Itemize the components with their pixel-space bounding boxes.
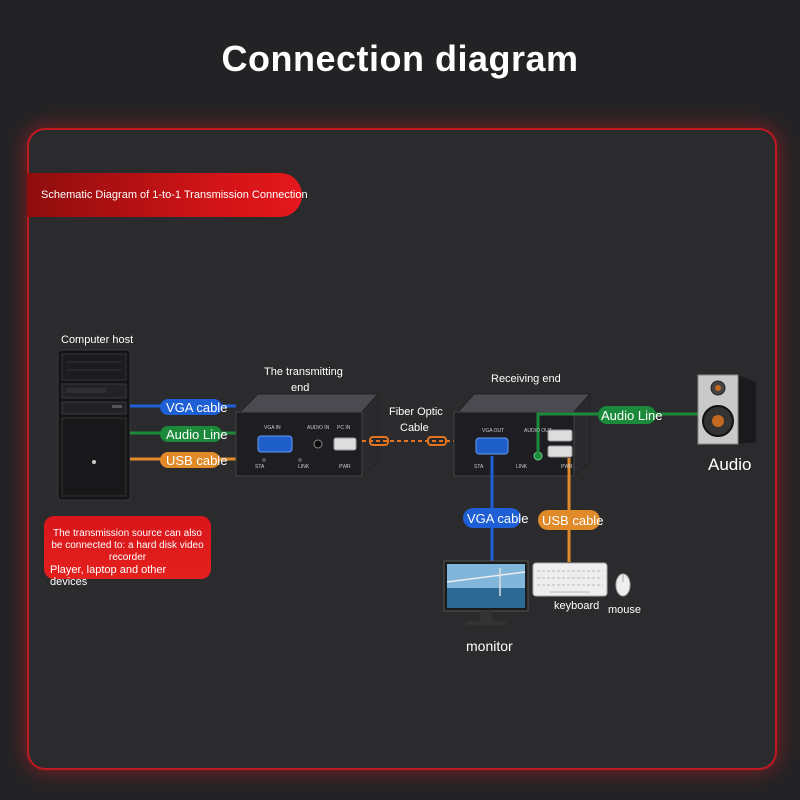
tx-link-label: LINK <box>298 464 310 470</box>
speaker-icon <box>697 374 756 445</box>
transmitter-device-icon <box>235 392 380 478</box>
fiber-optic-cable <box>362 436 456 446</box>
rx-audio-port-label: AUDIO OUT <box>524 428 552 434</box>
computer-host-icon <box>57 349 131 501</box>
monitor-label: monitor <box>466 638 513 654</box>
usb-cable-left <box>130 452 236 468</box>
audio-cable-left-label: Audio Line <box>166 427 228 442</box>
tx-audio-port-label: AUDIO IN <box>307 425 330 431</box>
transmitting-end-label-2: end <box>291 382 310 394</box>
usb-cable-bottom-label: USB cable <box>542 513 604 528</box>
receiver-device-icon <box>453 392 592 478</box>
tx-vga-port-label: VGA IN <box>264 425 281 431</box>
audio-cable-right <box>536 406 698 456</box>
page-title: Connection diagram <box>221 38 579 79</box>
vga-cable-bottom-label: VGA cable <box>467 511 529 526</box>
tx-sta-label: STA <box>255 464 265 470</box>
mouse-label: mouse <box>608 604 642 616</box>
audio-label: Audio <box>708 455 752 474</box>
keyboard-icon <box>532 562 608 597</box>
monitor-icon <box>443 560 529 625</box>
note-line-2: Player, laptop and other devices <box>50 564 167 588</box>
transmitting-end-label-1: The transmitting <box>264 366 343 378</box>
rx-vga-port-label: VGA OUT <box>482 428 505 434</box>
rx-sta-label: STA <box>474 464 484 470</box>
keyboard-label: keyboard <box>554 600 600 612</box>
fiber-optic-label-1: Fiber Optic <box>389 406 443 418</box>
vga-cable-left <box>130 399 236 415</box>
audio-cable-left <box>130 426 236 442</box>
rx-link-label: LINK <box>516 464 528 470</box>
note-line-1: The transmission source can also be conn… <box>51 528 204 563</box>
diagram-panel <box>27 128 777 770</box>
receiving-end-label: Receiving end <box>491 373 561 385</box>
rx-pwr-label: PWR <box>561 464 573 470</box>
transmission-source-note: The transmission source can also be conn… <box>44 516 211 588</box>
usb-cable-bottom <box>538 458 600 562</box>
tx-pc-port-label: PC IN <box>337 425 351 431</box>
usb-cable-left-label: USB cable <box>166 453 228 468</box>
tx-pwr-label: PWR <box>339 464 351 470</box>
mouse-icon <box>615 573 631 597</box>
fiber-optic-label-2: Cable <box>400 422 429 434</box>
computer-host-label: Computer host <box>61 334 134 346</box>
vga-cable-left-label: VGA cable <box>166 400 228 415</box>
vga-cable-bottom <box>463 456 521 562</box>
audio-cable-right-label: Audio Line <box>601 408 663 423</box>
section-banner: Schematic Diagram of 1-to-1 Transmission… <box>27 173 308 217</box>
